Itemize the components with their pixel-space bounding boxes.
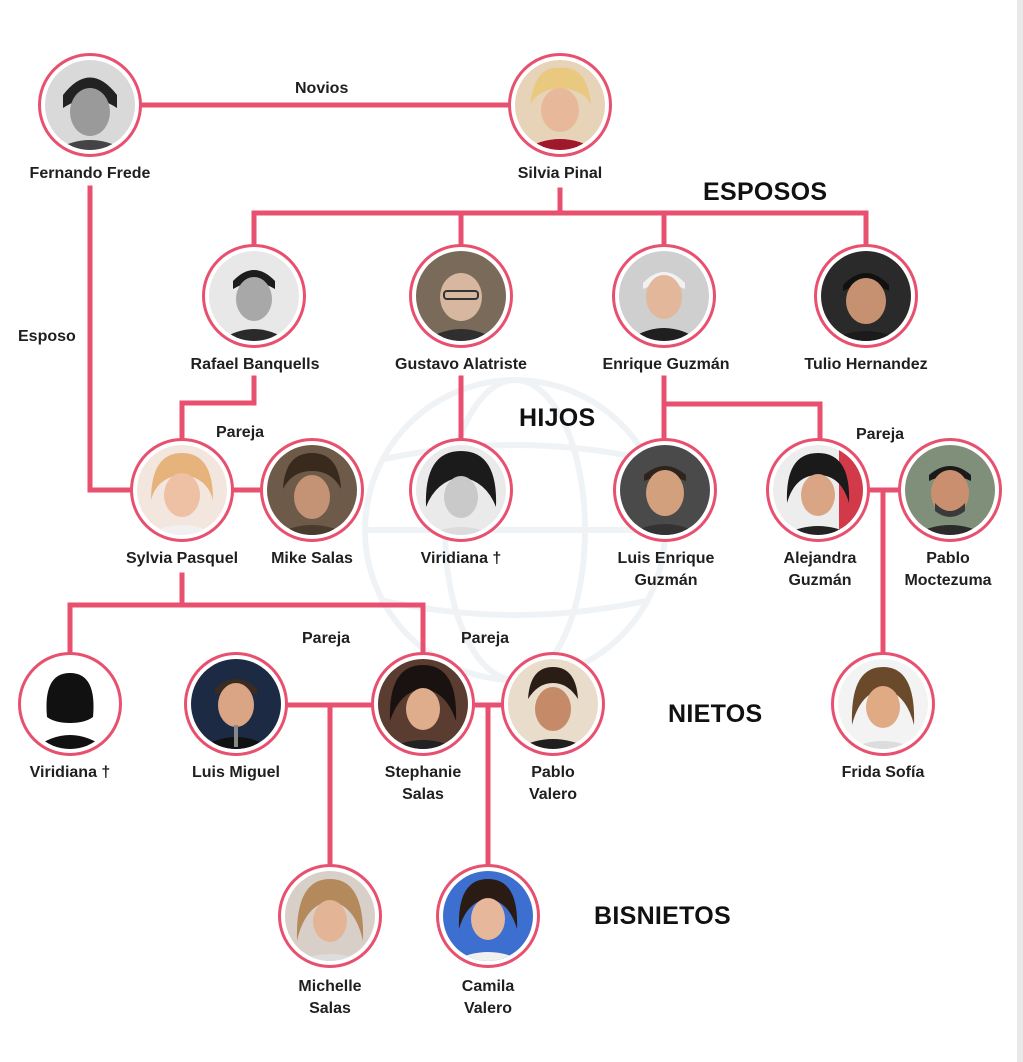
frida-sofia-name: Frida Sofía [841, 764, 925, 781]
luis-miguel-name: Luis Miguel [192, 764, 280, 781]
camila-valero-photo [436, 864, 540, 968]
relation-pareja-alejandra-label: Pareja [856, 426, 905, 443]
pablo-valero-name: Pablo Valero [473, 762, 633, 806]
section-esposos: ESPOSOS [703, 178, 828, 206]
alejandra-guzman-photo [766, 438, 870, 542]
pablo-valero-name-line1: Pablo [531, 764, 575, 781]
pablo-moctezuma-name-line1: Pablo [926, 550, 970, 567]
michelle-salas-photo [278, 864, 382, 968]
silvia-pinal-name: Silvia Pinal [517, 165, 603, 182]
tulio-hernandez-photo [814, 244, 918, 348]
viridiana-hija-photo [409, 438, 513, 542]
viridiana-hija-name: Viridiana † [420, 550, 502, 567]
fernando-frede-name: Fernando Frede [29, 165, 151, 182]
pablo-valero-photo [501, 652, 605, 756]
page-edge [1017, 0, 1023, 1062]
viridiana-nieta-name: Viridiana † [29, 764, 111, 781]
rafael-banquells-name: Rafael Banquells [190, 356, 320, 373]
michelle-salas-name-line2: Salas [309, 1000, 351, 1017]
enrique-guzman-photo [612, 244, 716, 348]
pablo-moctezuma-name: Pablo Moctezuma [868, 548, 1023, 592]
relation-novios-label: Novios [295, 80, 349, 97]
relation-pareja-pablovalero-label: Pareja [461, 630, 510, 647]
section-hijos: HIJOS [519, 404, 596, 432]
luis-enrique-guzman-photo [613, 438, 717, 542]
alejandra-guzman-name-line1: Alejandra [783, 550, 857, 567]
sylvia-pasquel-photo [130, 438, 234, 542]
section-nietos: NIETOS [668, 700, 763, 728]
luis-enrique-guzman-name: Luis Enrique Guzmán [586, 548, 746, 592]
enrique-guzman-name: Enrique Guzmán [602, 356, 730, 373]
frida-sofia-photo [831, 652, 935, 756]
luis-enrique-guzman-name-line1: Luis Enrique [617, 550, 715, 567]
sylvia-pasquel-name: Sylvia Pasquel [125, 550, 239, 567]
pablo-valero-name-line2: Valero [528, 786, 578, 803]
gustavo-alatriste-photo [409, 244, 513, 348]
camila-valero-name: Camila Valero [408, 976, 568, 1020]
alejandra-guzman-name: Alejandra Guzmán [740, 548, 900, 592]
michelle-salas-name: Michelle Salas [250, 976, 410, 1020]
tulio-hernandez-name: Tulio Hernandez [804, 356, 928, 373]
mike-salas-name: Mike Salas [271, 550, 353, 567]
luis-enrique-guzman-name-line2: Guzmán [634, 572, 698, 589]
section-bisnietos: BISNIETOS [594, 902, 731, 930]
relation-pareja-luismiguel-label: Pareja [302, 630, 351, 647]
stephanie-salas-name: Stephanie Salas [343, 762, 503, 806]
stephanie-salas-photo [371, 652, 475, 756]
luis-miguel-photo [184, 652, 288, 756]
silvia-pinal-photo [508, 53, 612, 157]
pablo-moctezuma-name-line2: Moctezuma [904, 572, 992, 589]
camila-valero-name-line2: Valero [463, 1000, 513, 1017]
stephanie-salas-name-line1: Stephanie [384, 764, 462, 781]
relation-pareja-sylvia-label: Pareja [216, 424, 265, 441]
mike-salas-photo [260, 438, 364, 542]
gustavo-alatriste-name: Gustavo Alatriste [395, 356, 527, 373]
rafael-banquells-photo [202, 244, 306, 348]
camila-valero-name-line1: Camila [461, 978, 515, 995]
alejandra-guzman-name-line2: Guzmán [788, 572, 852, 589]
michelle-salas-name-line1: Michelle [298, 978, 362, 995]
relation-esposo-label: Esposo [18, 328, 76, 345]
pablo-moctezuma-photo [898, 438, 1002, 542]
viridiana-nieta-silhouette [18, 652, 122, 756]
fernando-frede-photo [38, 53, 142, 157]
stephanie-salas-name-line2: Salas [402, 786, 444, 803]
